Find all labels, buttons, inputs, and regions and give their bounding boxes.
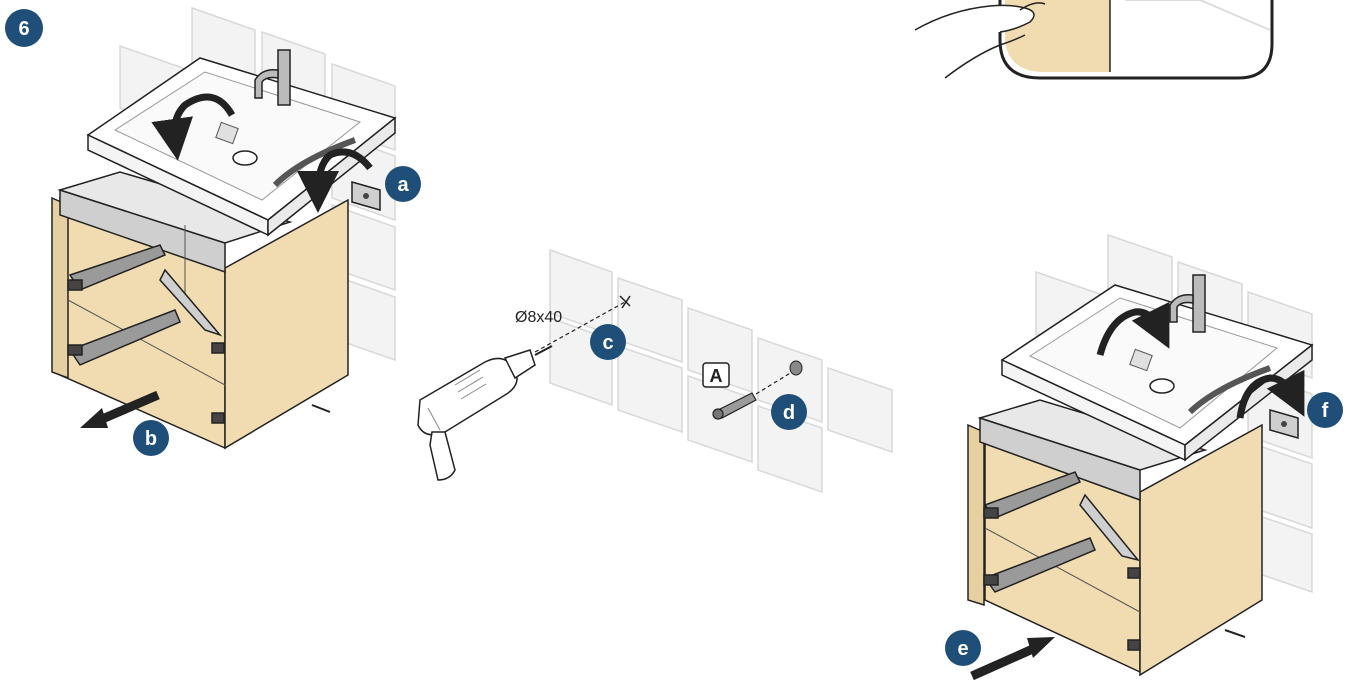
right-cabinet-assembly: e f xyxy=(945,233,1343,680)
callout-f: f xyxy=(1307,392,1343,428)
callout-f-label: f xyxy=(1322,400,1329,422)
callout-e-label: e xyxy=(957,638,968,660)
callout-b: b xyxy=(133,420,169,456)
callout-a-label: a xyxy=(397,174,409,196)
drill-mark xyxy=(619,295,631,309)
wall-bracket-left xyxy=(351,181,381,211)
callout-c: c xyxy=(590,324,626,360)
step-number-badge: 6 xyxy=(5,9,43,47)
step-number: 6 xyxy=(18,18,29,40)
callout-c-label: c xyxy=(602,332,613,354)
callout-a: a xyxy=(385,166,421,202)
cabinet-body xyxy=(51,171,349,450)
curved-arrow-icon xyxy=(1236,369,1305,419)
part-a-label: A xyxy=(710,366,723,386)
drill-icon xyxy=(417,345,553,481)
callout-e: e xyxy=(945,630,981,666)
wall-tiles-middle xyxy=(549,248,893,494)
wall-plug-icon xyxy=(712,392,757,420)
curved-arrow-icon xyxy=(297,148,373,213)
callout-b-label: b xyxy=(145,428,157,450)
curved-arrow-icon xyxy=(1096,301,1170,356)
callout-d-label: d xyxy=(783,402,795,424)
straight-arrow-icon xyxy=(80,390,160,428)
straight-arrow-icon xyxy=(970,637,1055,680)
hand-detail-inset xyxy=(914,0,1274,80)
callout-d: d xyxy=(771,394,807,430)
curved-arrow-icon xyxy=(151,93,236,161)
part-a-label-box: A xyxy=(702,362,730,388)
cabinet-body-right xyxy=(967,399,1263,677)
hand-icon xyxy=(914,2,1046,79)
washbasin-right xyxy=(1000,274,1314,462)
drilling-wall-section: Ø8x40 A c xyxy=(417,248,893,494)
left-cabinet-assembly: a b xyxy=(51,6,421,456)
drill-dimension-label: Ø8x40 xyxy=(515,309,562,326)
